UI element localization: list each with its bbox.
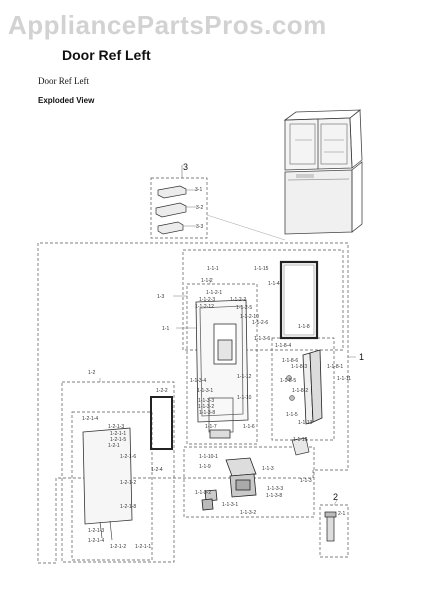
callout-1-1-8-3: 1-1-8-3	[291, 364, 307, 370]
callout-1-1-8-2: 1-1-8-2	[292, 388, 308, 394]
callout-1-1-3-b: 1-1-3	[262, 466, 274, 472]
callout-1-2-1-2: 1-2-1-2	[120, 480, 136, 486]
callout-1-1-4: 1-1-4	[268, 281, 280, 287]
callout-1-1-1: 1-1-1	[207, 266, 219, 272]
callout-1-1-3-8-b: 1-1-3-8	[266, 493, 282, 499]
callout-1-2-1-3-b: 1-2-1-3	[88, 528, 104, 534]
callout-1-1-10: 1-1-10	[237, 395, 252, 401]
callout-1-1-5: 1-1-5	[286, 412, 298, 418]
watermark: AppliancePartsPros.com	[8, 10, 327, 40]
callout-3-2: 3-2	[196, 205, 203, 211]
callout-1-1-8-5: 1-1-8-5	[280, 378, 296, 384]
callout-1-1-3-8: 1-1-3-8	[199, 410, 215, 416]
callout-1-1-3-2-c: 1-1-3-2	[240, 510, 256, 516]
callout-1-1-3: 1-1-3	[300, 478, 312, 484]
callout-1-1-2-1: 1-1-2-1	[206, 290, 222, 296]
callout-1-2-1-2-b: 1-2-1-2	[110, 544, 126, 550]
callout-2-1: 2-1	[338, 511, 345, 517]
callout-1-1-8-1: 1-1-8-1	[327, 364, 343, 370]
callout-1-1-3-4: 1-1-3-4	[190, 378, 206, 384]
door-handle-1-1-8	[286, 349, 323, 425]
callout-1-1-2-2: 1-1-2-2	[230, 297, 246, 303]
callout-1-1-2-12: 1-1-2-12	[195, 304, 214, 310]
callout-1-1-9: 1-1-9	[199, 464, 211, 470]
page-subtitle: Door Ref Left	[38, 76, 89, 86]
callout-3: 3	[183, 162, 188, 172]
callout-1-1-2-5: 1-1-2-5	[236, 305, 252, 311]
callout-1-1-6: 1-1-6	[243, 424, 255, 430]
callout-1-1-13: 1-1-13	[298, 420, 313, 426]
callout-1-1-8-4: 1-1-8-4	[275, 343, 291, 349]
callout-1-2-1-1: 1-2-1-1	[110, 431, 126, 437]
dispenser-assembly-1-1-3	[201, 457, 257, 511]
callout-1-1-12: 1-1-12	[237, 374, 252, 380]
callout-1-1: 1-1	[162, 326, 169, 332]
part-2-1	[324, 511, 337, 542]
callout-1-2-1-6: 1-2-1-6	[120, 454, 136, 460]
callout-1-1-5-top: 1-1-15	[254, 266, 269, 272]
callout-1-1-3-2-b: 1-1-3-2	[195, 490, 211, 496]
callout-1-1-11: 1-1-11	[337, 376, 351, 382]
callout-1-2: 1-2	[88, 370, 95, 376]
page-title: Door Ref Left	[62, 47, 151, 63]
refrigerator-thumbnail	[283, 109, 363, 235]
callout-1-1-2-3: 1-1-2-3	[199, 297, 215, 303]
group-3-baskets	[150, 165, 286, 241]
callout-1-1-3-1: 1-1-3-1	[197, 388, 213, 394]
callout-3-1: 3-1	[195, 187, 202, 193]
callout-1-1-2-6: 1-1-2-6	[252, 320, 268, 326]
bracket-1-1-16	[291, 437, 310, 456]
callout-1-2-2: 1-2-2	[156, 388, 168, 394]
callout-1-2-1: 1-2-1	[108, 443, 120, 449]
callout-3-3: 3-3	[196, 224, 203, 230]
view-label: Exploded View	[38, 96, 95, 105]
callout-1-1-8: 1-1-8	[298, 324, 310, 330]
callout-1-2-1-8: 1-2-1-8	[120, 504, 136, 510]
callout-1-1-3-3: 1-1-3-3	[198, 398, 214, 404]
callout-1-1-8-6: 1-1-8-6	[282, 358, 298, 364]
callout-1-1-7: 1-1-7	[205, 424, 217, 430]
callout-1-1-2-10: 1-1-2-10	[240, 314, 259, 320]
callout-1-1-16: 1-1-16	[293, 437, 308, 443]
callout-1-1-3-1-b: 1-1-3-1	[222, 502, 238, 508]
callout-1-2-1-3: 1-2-1-3	[108, 424, 124, 430]
callout-1-2-1-4: 1-2-1-4	[82, 416, 98, 422]
door-1-2	[82, 396, 173, 541]
callout-1-3: 1-3	[157, 294, 164, 300]
door-gasket-1-1-4	[279, 260, 319, 340]
callout-1: 1	[359, 352, 364, 362]
callout-1-2-1-5: 1-2-1-5	[110, 437, 126, 443]
door-panel-1-1	[195, 299, 249, 439]
leader-lines	[99, 278, 356, 506]
callout-1-1-10-1: 1-1-10-1	[199, 454, 218, 460]
callout-2: 2	[333, 492, 338, 502]
callout-1-1-3-2: 1-1-3-2	[198, 404, 214, 410]
callout-1-1-3-6: 1-1-3-6	[254, 336, 270, 342]
callout-1-2-1-1-b: 1-2-1-1	[135, 544, 151, 550]
callout-1-1-2: 1-1-2	[201, 278, 213, 284]
callout-1-2-4: 1-2-4	[151, 467, 163, 473]
callout-1-1-3-3-b: 1-1-3-3	[267, 486, 283, 492]
callout-1-2-1-4-b: 1-2-1-4	[88, 538, 104, 544]
